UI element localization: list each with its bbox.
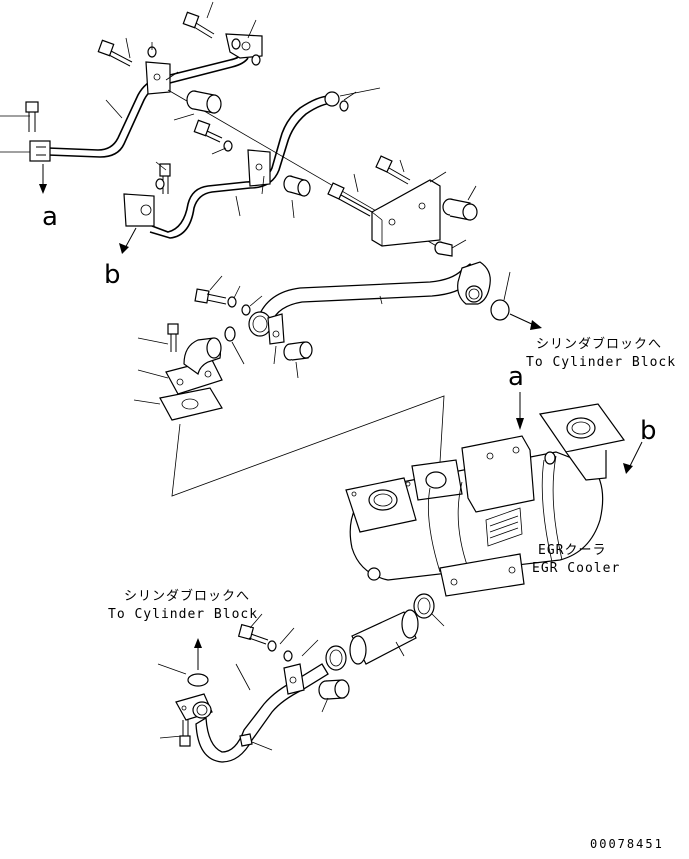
callout-a-top: a	[42, 202, 58, 232]
arrow-a-top	[39, 164, 47, 194]
washer	[241, 304, 251, 316]
note-to-cylinder-block-upper-en: To Cylinder Block	[526, 355, 677, 370]
mounting-bracket-plate	[371, 179, 441, 247]
note-egr-cooler-jp: EGRクーラ	[538, 543, 607, 558]
bolt-top-2	[97, 39, 133, 67]
bolt-center	[159, 163, 171, 194]
lower-water-pipe-assembly	[157, 593, 445, 763]
middle-water-pipe-assembly	[133, 261, 542, 497]
tube-clamp-1	[145, 61, 171, 95]
gasket	[159, 387, 223, 421]
tube-clamp-2	[247, 149, 271, 187]
pipe-clamp	[267, 313, 285, 345]
drain-plug	[367, 567, 381, 581]
leader-lines-lower	[157, 613, 445, 751]
arrow-to-cylinder-block-upper	[509, 313, 542, 330]
egr-cooler	[345, 392, 643, 597]
washer	[267, 640, 277, 652]
bolt-right	[375, 155, 411, 185]
note-egr-cooler-en: EGR Cooler	[532, 561, 621, 576]
arrow-to-cylinder-block-lower	[194, 638, 202, 670]
arrow-a-cooler	[516, 392, 524, 430]
bolt-flange	[179, 720, 191, 747]
spacer-2	[283, 175, 311, 197]
callout-a-cooler: a	[508, 362, 524, 392]
bolt-elbow	[167, 323, 179, 352]
tube-end-fitting	[29, 140, 51, 162]
bolt-middle	[194, 288, 227, 305]
bolt-left	[25, 101, 39, 132]
spacer-lower	[318, 679, 350, 700]
cooler-lower-bracket	[439, 553, 525, 597]
washer	[223, 140, 233, 152]
part-number: 00078451	[590, 837, 664, 851]
upper-bracket	[225, 33, 263, 59]
hose-clamp-lower	[325, 645, 347, 671]
hose-clamp-upper	[413, 593, 435, 619]
arrow-b-cooler	[623, 441, 643, 474]
callout-b-top: b	[104, 260, 121, 290]
washer	[251, 54, 261, 66]
spacer-4	[434, 241, 453, 257]
o-ring-left	[224, 326, 236, 342]
rubber-hose	[349, 609, 419, 665]
callout-b-cooler: b	[640, 416, 657, 446]
bolt-long	[327, 182, 373, 217]
pipe-clamp-lower	[283, 663, 305, 695]
note-to-cylinder-block-lower-en: To Cylinder Block	[108, 607, 259, 622]
bolt-lower	[237, 623, 269, 645]
washer	[155, 178, 165, 190]
spacer-middle	[283, 341, 313, 361]
lower-left-bracket	[123, 193, 155, 227]
bolt-top-1	[182, 11, 215, 39]
washer	[283, 650, 293, 662]
washer	[231, 38, 241, 50]
leader-lines-top	[0, 1, 477, 249]
washer	[227, 296, 237, 308]
upper-tube-assembly	[0, 1, 478, 257]
note-to-cylinder-block-lower-jp: シリンダブロックへ	[124, 589, 251, 604]
o-ring-right	[490, 299, 510, 321]
bolt-mid	[193, 119, 223, 143]
note-to-cylinder-block-upper-jp: シリンダブロックへ	[536, 337, 663, 352]
elbow-fitting	[165, 337, 223, 395]
washer	[339, 100, 349, 112]
tube2-end-fitting	[324, 91, 340, 107]
cooler-top-bracket	[461, 435, 535, 513]
assembly-leader-triangle	[171, 395, 445, 497]
o-ring-lower	[187, 673, 209, 687]
nipple-fitting	[239, 733, 253, 747]
spacer-1	[186, 90, 222, 114]
spacer-3	[442, 198, 478, 221]
arrow-b-top	[119, 227, 137, 254]
leader-lines-middle	[133, 271, 511, 405]
